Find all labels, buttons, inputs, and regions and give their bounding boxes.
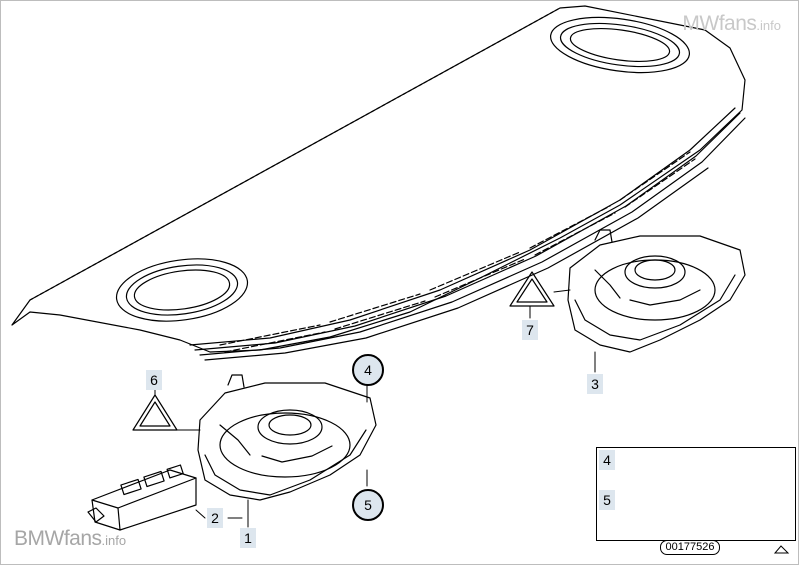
arrow-icon xyxy=(773,545,790,554)
watermark-suffix: .info xyxy=(101,533,127,548)
leader-lines xyxy=(154,289,596,528)
callout-4-circle[interactable]: 4 xyxy=(352,354,384,386)
callout-2[interactable]: 2 xyxy=(207,508,223,528)
watermark-suffix: .info xyxy=(756,18,781,33)
watermark-brand: MWfans xyxy=(682,12,757,35)
callout-6[interactable]: 6 xyxy=(146,370,162,390)
warning-triangle-6 xyxy=(132,394,178,431)
watermark-top-right: MWfans.info xyxy=(682,12,781,36)
drawing-id-label: 00177526 xyxy=(660,540,720,555)
callout-3[interactable]: 3 xyxy=(587,374,603,394)
amplifier-module xyxy=(87,464,197,531)
inset-callout-5[interactable]: 5 xyxy=(599,490,615,510)
inset-callout-4[interactable]: 4 xyxy=(599,450,615,470)
right-speaker xyxy=(567,229,746,353)
watermark-bottom-left: BMWfans.info xyxy=(14,527,126,551)
left-speaker xyxy=(197,374,377,501)
watermark-brand: BMWfans xyxy=(14,527,102,550)
inset-panel xyxy=(596,447,796,541)
callout-5-circle[interactable]: 5 xyxy=(352,489,384,521)
callout-1[interactable]: 1 xyxy=(240,528,256,548)
callout-7[interactable]: 7 xyxy=(522,320,538,340)
warning-triangle-7 xyxy=(509,271,555,307)
rear-parcel-shelf xyxy=(11,5,746,361)
